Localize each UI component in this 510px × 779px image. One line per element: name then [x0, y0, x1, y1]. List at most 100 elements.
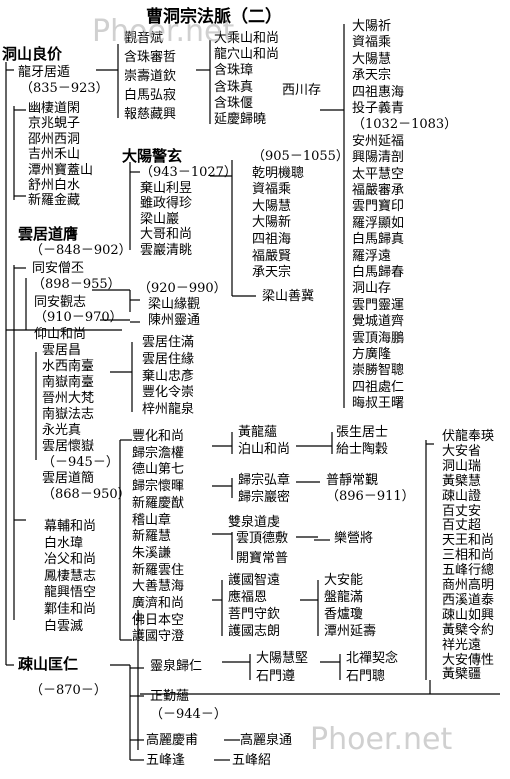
- root-disciple: 龍牙居遁: [18, 65, 71, 80]
- lineage-node: 佛日本空: [132, 612, 185, 628]
- tongan-guanzhi-node: 同安觀志: [34, 295, 87, 310]
- lineage-node: （1032－1083）: [352, 117, 458, 133]
- lineage-node: 新羅慶猷: [132, 495, 185, 511]
- lineage-node: 歸宗巖密: [238, 490, 291, 505]
- lineage-node: 黃龍蘊: [238, 425, 278, 440]
- lineage-node: 羅浮遠: [352, 248, 392, 264]
- lineage-node: 疎山證: [442, 488, 482, 504]
- lineage-node: 龍穴山和尚: [214, 47, 280, 63]
- lineage-node: 護國守澄: [132, 629, 185, 645]
- lineage-node: 大善慧海: [132, 579, 185, 595]
- lineage-node: 含珠璋: [214, 63, 254, 79]
- lineage-node: 晦叔王曙: [352, 396, 405, 412]
- lineage-node: 羅浮顯如: [352, 215, 405, 231]
- lineage-node: 太平慧空: [352, 166, 405, 182]
- lineage-node: 護國志朗: [228, 624, 281, 639]
- lineage-node: 龍興悟空: [44, 585, 97, 601]
- zhengqin-dates: （－944－）: [150, 707, 227, 722]
- lineage-node: 大陽祈: [352, 19, 392, 34]
- lineage-node: 大安傳性: [442, 652, 495, 668]
- lineage-node: 天王和尚: [442, 533, 495, 549]
- lineage-node: 雲門靈運: [352, 297, 405, 313]
- beichan-node: 北禪契念: [346, 651, 399, 666]
- lineage-node: 白雲滅: [44, 618, 84, 634]
- lineage-node: 雲居住滿: [142, 335, 195, 350]
- lineage-node: 雲居昌: [42, 343, 82, 358]
- lineage-node: 崇勝智聰: [352, 363, 405, 379]
- lineage-node: 安州延福: [352, 133, 405, 149]
- lineage-node: 晉州大梵: [42, 391, 95, 406]
- lineage-node: 黃檗疆: [442, 667, 482, 683]
- lineage-node: 含珠偃: [214, 95, 254, 111]
- lineage-node: 雖政得珍: [140, 196, 193, 212]
- lineage-node: 西溪道泰: [442, 592, 495, 608]
- lineage-node: 泊山和尚: [238, 442, 291, 457]
- lineage-node: 含珠審哲: [124, 50, 177, 65]
- lineage-node: 四祖海: [252, 232, 292, 247]
- yangshan-node: 仰山和尚: [34, 327, 87, 342]
- lineage-node: 廣濟和尚: [132, 596, 185, 611]
- lineage-node: 大哥和尚: [140, 227, 193, 243]
- lineage-node: 大安能: [324, 573, 364, 588]
- korea-node-2: 高麗泉通: [240, 733, 293, 748]
- lineage-node: 稽山章: [132, 512, 172, 528]
- lineage-node: 歸宗澹權: [132, 445, 185, 461]
- lineage-node: 大陽慧: [352, 51, 392, 67]
- lineage-node: 白馬弘寂: [124, 88, 177, 103]
- lineage-node: 大陽新: [252, 215, 292, 231]
- lineage-node: 雲居道簡: [42, 471, 95, 486]
- lineage-node: 豐化令崇: [142, 385, 195, 401]
- lineage-node: 大乘山和尚: [214, 31, 280, 46]
- lineage-node: 報慈藏興: [124, 107, 177, 122]
- lineage-node: 雲巖清眺: [140, 243, 193, 258]
- lineage-node: 朱溪謙: [132, 545, 172, 561]
- lineage-node: 幽棲道閑: [28, 101, 81, 116]
- lineage-node: 洞山存: [352, 281, 392, 297]
- liangshan-dates: （920－990）: [138, 281, 227, 296]
- root-dates: （835－923）: [20, 81, 109, 96]
- dayang-master: 大陽警玄: [122, 147, 183, 165]
- lineage-node: 資福乘: [352, 35, 392, 51]
- lineage-node: 鳳棲慧志: [44, 568, 97, 584]
- lineage-node: 承天宗: [352, 68, 392, 84]
- lineage-node: 鄴佳和尚: [44, 602, 97, 617]
- watermark-bottom: Phoer.net: [310, 722, 453, 757]
- lineage-node: 福嚴審承: [352, 183, 405, 198]
- lineage-node: 白水瑋: [44, 535, 84, 551]
- lineage-node: 香爐瓊: [324, 607, 364, 622]
- shuangquan-node: 雙泉道虔: [228, 515, 281, 530]
- puqing-dates: （896－911）: [326, 489, 415, 504]
- lineage-node: 護國智遠: [228, 573, 281, 588]
- lineage-node: 覺城道齊: [352, 314, 405, 330]
- lineage-node: 投子義青: [352, 101, 405, 116]
- lineage-node: 歸宗弘章: [238, 473, 291, 488]
- lineage-node: 梁山緣觀: [148, 297, 201, 312]
- lineage-node: 雲居懷嶽: [42, 439, 95, 454]
- lineage-node: （905－1055）: [252, 149, 349, 164]
- shimen-zun-node: 石門遵: [256, 669, 296, 684]
- lineage-node: 含珠真: [214, 79, 254, 95]
- lineage-node: 舒州白水: [28, 178, 81, 193]
- shushan-master: 疎山匡仁: [18, 655, 79, 673]
- lineage-node: 白馬歸春: [352, 265, 405, 280]
- lineage-node: 新羅雲住: [132, 562, 185, 578]
- leying-node: 樂營將: [334, 531, 374, 546]
- lingquan-node: 靈泉歸仁: [150, 659, 203, 674]
- lineage-node: 豐化和尚: [132, 429, 185, 444]
- lineage-node: 雲頂海鵬: [352, 330, 405, 346]
- lineage-node: 紿士陶穀: [336, 442, 389, 457]
- lineage-node: 洞山瑞: [442, 458, 482, 474]
- tongan-dates: （898－955）: [32, 277, 121, 292]
- lineage-node: 白馬歸真: [352, 232, 405, 248]
- lineage-node: 水西南臺: [42, 359, 95, 374]
- lineage-node: 四祖惠海: [352, 84, 405, 100]
- lineage-node: 新羅金藏: [28, 193, 81, 209]
- shimen-cong-node: 石門聰: [346, 669, 386, 684]
- lineage-node: 方廣隆: [352, 347, 392, 362]
- lineage-node: 五峰行總: [442, 563, 495, 579]
- lineage-node: 菩門守欽: [228, 607, 281, 622]
- lineage-node: 祥光遠: [442, 637, 482, 653]
- lineage-node: 新羅慧: [132, 529, 172, 545]
- lineage-node: 興陽清剖: [352, 150, 405, 166]
